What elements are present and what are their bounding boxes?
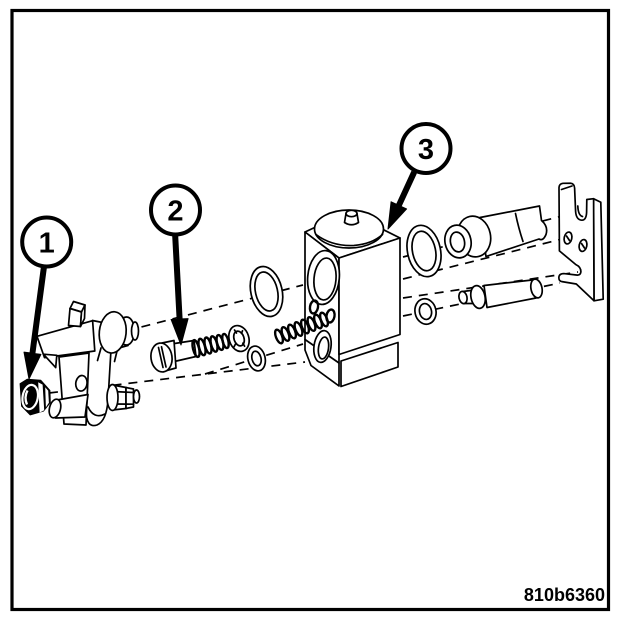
upper-tube-seam (514, 212, 524, 243)
figure-code: 810b6360 (524, 585, 605, 605)
callout-2-label: 2 (167, 195, 183, 227)
part-shape-12 (125, 386, 135, 410)
part-shape-14 (132, 389, 141, 404)
lock-washer (227, 324, 251, 353)
part-shape-34 (250, 350, 263, 367)
mounting-plate-face (558, 182, 595, 302)
part-shape-17 (38, 382, 45, 413)
tube-bracket-assembly (36, 300, 141, 427)
callout-3-label: 3 (418, 134, 434, 166)
valve-dome-nub (343, 209, 360, 226)
centerline-upper-right-b (402, 236, 571, 280)
valve-stud (273, 311, 330, 345)
part-shape-32 (233, 329, 246, 348)
valve-pin-hole-a (308, 299, 320, 315)
part-shape-15 (106, 383, 119, 412)
callout-3-arrow (387, 171, 417, 230)
lower-tube-o-ring (414, 297, 437, 326)
bracket-hole (74, 374, 88, 392)
callout-3: 3 (387, 122, 453, 230)
part-shape-40 (313, 257, 337, 301)
lower-tube-nub-end (458, 290, 468, 305)
part-shape-50 (318, 311, 330, 328)
bolt-o-ring (246, 345, 267, 372)
callout-1-circle (20, 215, 74, 269)
part-shape-38 (345, 209, 358, 218)
callout-2-arrow (170, 231, 189, 346)
valve-base-block (340, 341, 399, 388)
part-shape-26 (221, 332, 230, 350)
callout-3-circle (399, 122, 453, 175)
part-shape-10 (48, 398, 62, 419)
bracket-tube-stub (48, 393, 89, 419)
valve-right-face (338, 237, 401, 356)
valve-upper-port (306, 249, 341, 306)
part-shape-18 (45, 387, 49, 408)
part-shape-58 (580, 242, 586, 249)
part-shape-2 (67, 307, 83, 328)
part-shape-42 (317, 336, 330, 360)
bracket-hex-fitting (106, 383, 141, 412)
mounting-plate (558, 182, 605, 302)
lower-tube-end (529, 278, 544, 299)
callout-2: 2 (149, 183, 202, 346)
part-shape-19 (21, 383, 40, 411)
mounting-plate-hole-lower (578, 238, 588, 253)
mounting-nut (19, 378, 51, 416)
mounting-plate-hole-upper (563, 231, 573, 245)
part-shape-31 (232, 330, 246, 347)
bracket-arm-fold (87, 406, 106, 417)
part-shape-36 (254, 271, 279, 312)
part-shape-20 (24, 389, 29, 405)
upper-tube-body (479, 205, 548, 258)
callout-1-arrow (23, 265, 47, 380)
bolt-threads (191, 332, 230, 359)
expansion-valve-body (304, 209, 401, 388)
valve-dome-rim (315, 233, 384, 247)
part-shape-54 (418, 302, 433, 321)
part-shape-7 (130, 321, 140, 341)
part-shape-29 (157, 345, 167, 369)
callout-1: 1 (20, 215, 74, 380)
part-shape-56 (565, 235, 571, 242)
upper-tube (443, 205, 548, 259)
part-shape-3 (79, 304, 86, 328)
part-shape-52 (411, 230, 437, 272)
upper-tube-bore (449, 231, 466, 253)
bracket-top-plate-lip (42, 353, 58, 369)
lower-tube (458, 278, 544, 310)
callout-1-label: 1 (39, 227, 55, 259)
callout-2-circle (149, 183, 202, 237)
lower-tube-collar (469, 284, 487, 310)
mounting-plate-notch-depth (576, 205, 584, 218)
mounting-plate-side (592, 197, 605, 302)
bracket-post (67, 300, 86, 328)
valve-lower-port (312, 329, 333, 364)
mounting-plate-prong-edge (560, 185, 573, 191)
bolt-head (150, 339, 177, 373)
valve-outlet-o-ring (406, 224, 442, 278)
bracket-capped-cylinder (96, 310, 140, 363)
upper-port-o-ring (249, 265, 284, 318)
mounting-bolt (150, 332, 230, 373)
part-shape-8 (98, 310, 128, 354)
